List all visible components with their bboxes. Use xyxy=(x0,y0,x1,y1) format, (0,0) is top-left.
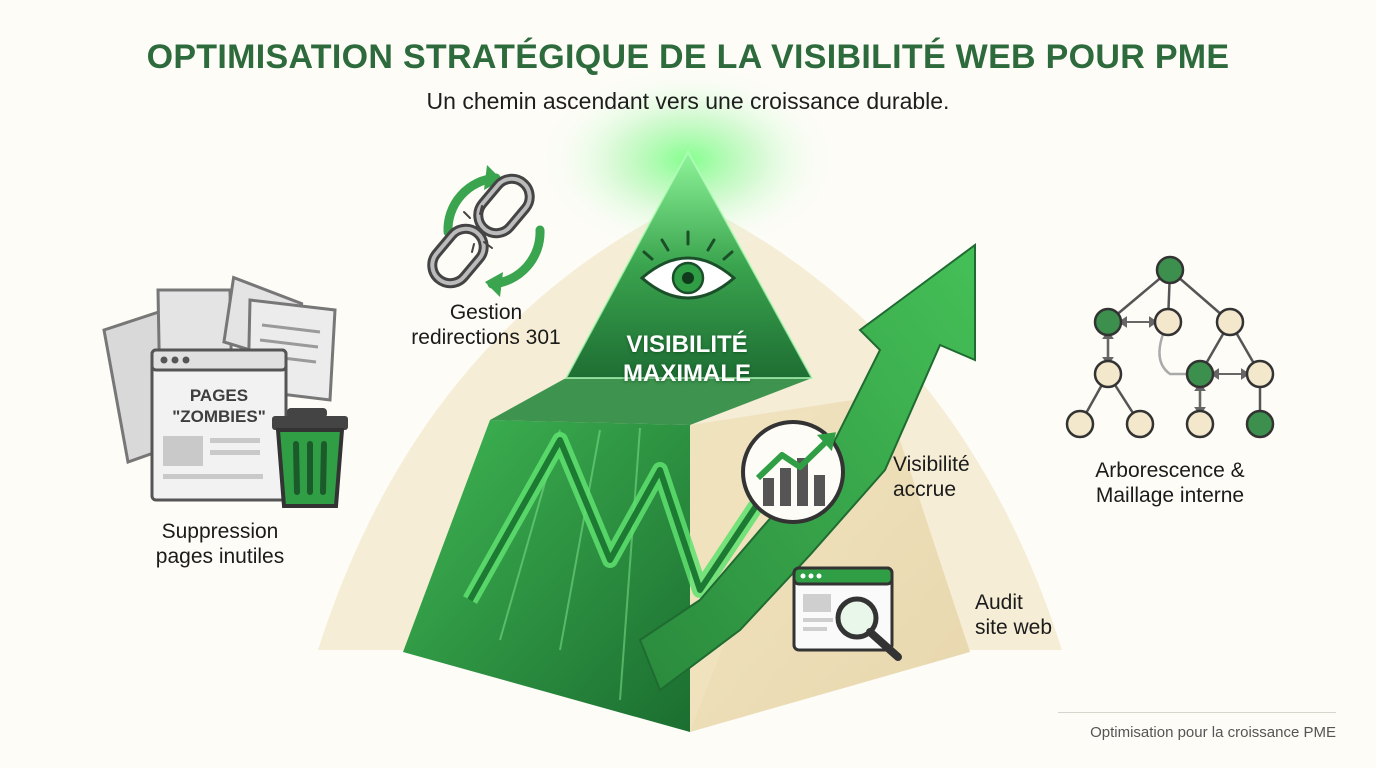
page-title: OPTIMISATION STRATÉGIQUE DE LA VISIBILIT… xyxy=(146,38,1230,76)
step-label-line1: Arborescence & xyxy=(1095,459,1245,482)
peak-label-line2: MAXIMALE xyxy=(623,360,751,387)
zombie-pages-icon xyxy=(102,275,337,502)
step-label-line2: accrue xyxy=(893,478,957,501)
step-redirections-label: Gestion redirections 301 xyxy=(396,300,576,350)
footer-caption: Optimisation pour la croissance PME xyxy=(1090,724,1336,741)
step-label-line2: site web xyxy=(975,616,1053,639)
peak-label-line1: VISIBILITÉ xyxy=(626,331,748,358)
step-label-line1: Suppression xyxy=(161,520,279,543)
peak-label: VISIBILITÉ MAXIMALE xyxy=(580,330,794,388)
step-label-line2: pages inutiles xyxy=(155,545,285,568)
page-subtitle: Un chemin ascendant vers une croissance … xyxy=(426,88,950,114)
zombie-label-line2: "ZOMBIES" xyxy=(172,407,266,426)
broken-chain-icon xyxy=(427,165,545,297)
step-audit-label: Audit site web xyxy=(975,590,1085,640)
step-label-line1: Visibilité xyxy=(893,453,970,476)
pyramid-left-face xyxy=(403,420,690,732)
zombie-pages-label: PAGES "ZOMBIES" xyxy=(160,385,278,427)
step-suppression-label: Suppression pages inutiles xyxy=(130,519,310,569)
step-visibilite-label: Visibilité accrue xyxy=(893,452,1023,502)
step-label-line2: Maillage interne xyxy=(1095,484,1245,507)
step-label-line2: redirections 301 xyxy=(411,326,561,349)
eye-icon xyxy=(639,230,737,300)
step-label-line1: Audit xyxy=(975,591,1023,614)
step-arborescence-label: Arborescence & Maillage interne xyxy=(1070,458,1270,508)
trash-icon xyxy=(272,408,348,508)
magnifier-browser-icon xyxy=(792,566,902,661)
step-label-line1: Gestion xyxy=(449,301,523,324)
growth-chart-icon xyxy=(741,420,845,524)
zombie-label-line1: PAGES xyxy=(189,386,249,405)
site-tree-icon xyxy=(1065,255,1275,439)
footer-divider xyxy=(1058,712,1336,713)
